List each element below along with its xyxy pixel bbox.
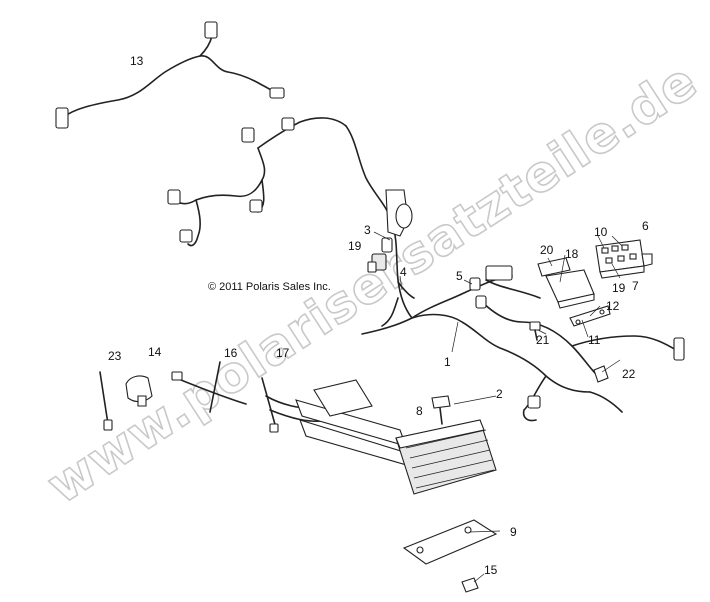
callout-19-right: 19 [612, 281, 626, 295]
regulator-8 [265, 379, 497, 495]
harness-13 [55, 21, 285, 129]
callout-19-left: 19 [348, 239, 362, 253]
callout-22: 22 [622, 367, 636, 381]
callout-8: 8 [416, 404, 423, 418]
callout-12: 12 [606, 299, 620, 313]
bolt-2 [431, 395, 451, 425]
fastener-15 [461, 577, 479, 593]
callout-23: 23 [108, 349, 122, 363]
tie-17 [261, 377, 279, 433]
connector-cluster-5 [469, 265, 541, 309]
callout-3: 3 [364, 223, 371, 237]
clip-22 [593, 365, 609, 383]
callout-16: 16 [224, 346, 238, 360]
clip-14 [125, 375, 153, 407]
harness-branch-left [167, 117, 347, 247]
fuse-box-10 [595, 239, 653, 279]
callout-10: 10 [594, 225, 608, 239]
callout-4: 4 [400, 265, 407, 279]
callout-9: 9 [510, 525, 517, 539]
connector-group-3-4 [381, 189, 415, 327]
callout-18: 18 [565, 247, 579, 261]
main-harness-1 [345, 125, 685, 422]
callouts: 1 2 3 4 5 6 7 8 9 10 11 12 13 14 15 16 1… [108, 54, 649, 577]
callout-5: 5 [456, 269, 463, 283]
callout-7: 7 [632, 279, 639, 293]
callout-2: 2 [496, 387, 503, 401]
copyright-notice: © 2011 Polaris Sales Inc. [208, 281, 331, 293]
tie-16 [171, 361, 247, 413]
leader-lines [373, 231, 623, 583]
connector-19-left [367, 253, 387, 273]
callout-14: 14 [148, 345, 162, 359]
cable-tie-23 [99, 371, 113, 431]
plate-9 [402, 519, 498, 565]
callout-21: 21 [536, 333, 550, 347]
module-18 [545, 269, 595, 309]
callout-11: 11 [588, 333, 601, 347]
callout-17: 17 [276, 346, 290, 360]
callout-13: 13 [130, 54, 144, 68]
bolt-21 [529, 321, 541, 341]
callout-20: 20 [540, 243, 554, 257]
callout-1: 1 [444, 355, 451, 369]
callout-15: 15 [484, 563, 498, 577]
callout-6: 6 [642, 219, 649, 233]
